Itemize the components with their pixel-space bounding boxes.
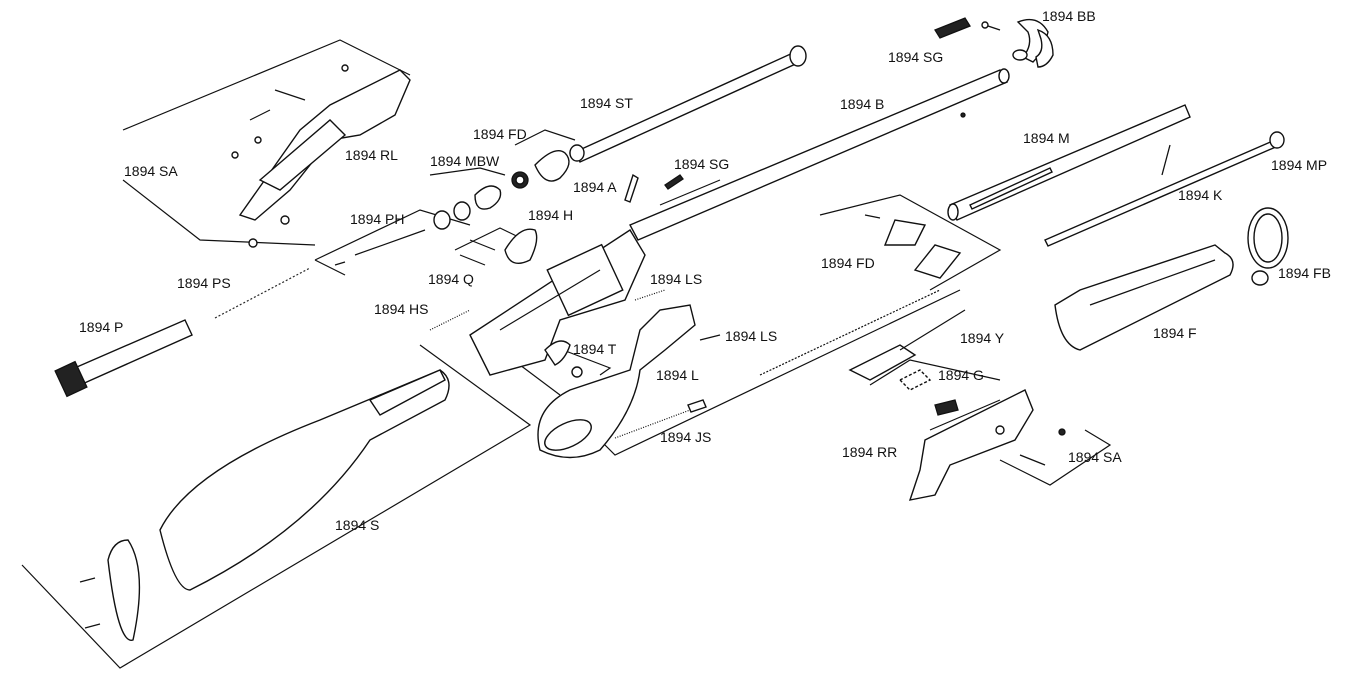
label-fd-top: 1894 FD bbox=[473, 126, 527, 142]
label-rr: 1894 RR bbox=[842, 444, 897, 460]
lever-spring-top-part bbox=[634, 289, 666, 301]
stock-part bbox=[79, 369, 450, 641]
label-k: 1894 K bbox=[1178, 187, 1223, 203]
magazine-follower-part bbox=[848, 309, 966, 381]
barrel-part bbox=[629, 68, 1010, 241]
label-js: 1894 JS bbox=[660, 429, 711, 445]
label-q: 1894 Q bbox=[428, 271, 474, 287]
label-f: 1894 F bbox=[1153, 325, 1197, 341]
forend-part bbox=[1054, 244, 1234, 351]
label-ph: 1894 PH bbox=[350, 211, 404, 227]
label-y: 1894 Y bbox=[960, 330, 1005, 346]
label-sa-left: 1894 SA bbox=[124, 163, 178, 179]
magazine-plug-part bbox=[1044, 131, 1285, 247]
label-bb: 1894 BB bbox=[1042, 8, 1096, 24]
spring-js-part bbox=[614, 399, 707, 439]
label-ps: 1894 PS bbox=[177, 275, 231, 291]
label-h: 1894 H bbox=[528, 207, 573, 223]
lever-pin-part bbox=[54, 319, 193, 398]
receiver-part bbox=[469, 229, 646, 376]
label-l: 1894 L bbox=[656, 367, 699, 383]
label-t: 1894 T bbox=[573, 341, 617, 357]
forend-cap-part bbox=[534, 144, 585, 182]
lever-spring-right-part bbox=[699, 334, 721, 341]
forend-tip-part bbox=[864, 214, 962, 279]
label-sg-top: 1894 SG bbox=[888, 49, 943, 65]
side-plate-rl-part bbox=[231, 64, 411, 248]
bolt-washer-part bbox=[433, 171, 529, 230]
magazine-spring-part bbox=[759, 289, 941, 376]
label-sa-right: 1894 SA bbox=[1068, 449, 1122, 465]
label-s: 1894 S bbox=[335, 517, 379, 533]
label-ls-right: 1894 LS bbox=[725, 328, 777, 344]
label-hs: 1894 HS bbox=[374, 301, 428, 317]
label-p: 1894 P bbox=[79, 319, 123, 335]
label-mp: 1894 MP bbox=[1271, 157, 1327, 173]
hammer-spring-part bbox=[429, 309, 471, 331]
magazine-tube-part bbox=[947, 104, 1191, 221]
firing-pin-part bbox=[334, 229, 426, 266]
cartridge-guide-part bbox=[624, 173, 684, 203]
label-rl: 1894 RL bbox=[345, 147, 398, 163]
label-ls-top: 1894 LS bbox=[650, 271, 702, 287]
rear-sight-part bbox=[934, 17, 1001, 39]
trigger-part bbox=[544, 340, 583, 378]
label-m: 1894 M bbox=[1023, 130, 1070, 146]
lever-part bbox=[537, 304, 696, 459]
hammer-part bbox=[459, 228, 538, 266]
label-g: 1894 G bbox=[938, 367, 984, 383]
main-spring-part bbox=[214, 267, 311, 319]
barrel-band-part bbox=[1012, 18, 1054, 68]
label-fb: 1894 FB bbox=[1278, 265, 1331, 281]
label-mbw: 1894 MBW bbox=[430, 153, 500, 169]
label-st: 1894 ST bbox=[580, 95, 633, 111]
label-a: 1894 A bbox=[573, 179, 617, 195]
screws-right-part bbox=[1019, 428, 1066, 466]
cartridge-gate-part bbox=[898, 369, 959, 416]
label-fd-right: 1894 FD bbox=[821, 255, 875, 271]
forend-band-part bbox=[1247, 207, 1289, 286]
label-b: 1894 B bbox=[840, 96, 884, 112]
label-sg-mid: 1894 SG bbox=[674, 156, 729, 172]
receiver-right-part bbox=[908, 389, 1034, 501]
group-box-lines bbox=[21, 39, 1112, 669]
part-labels: 1894 BB 1894 SG 1894 ST 1894 B 1894 FD 1… bbox=[79, 8, 1331, 533]
